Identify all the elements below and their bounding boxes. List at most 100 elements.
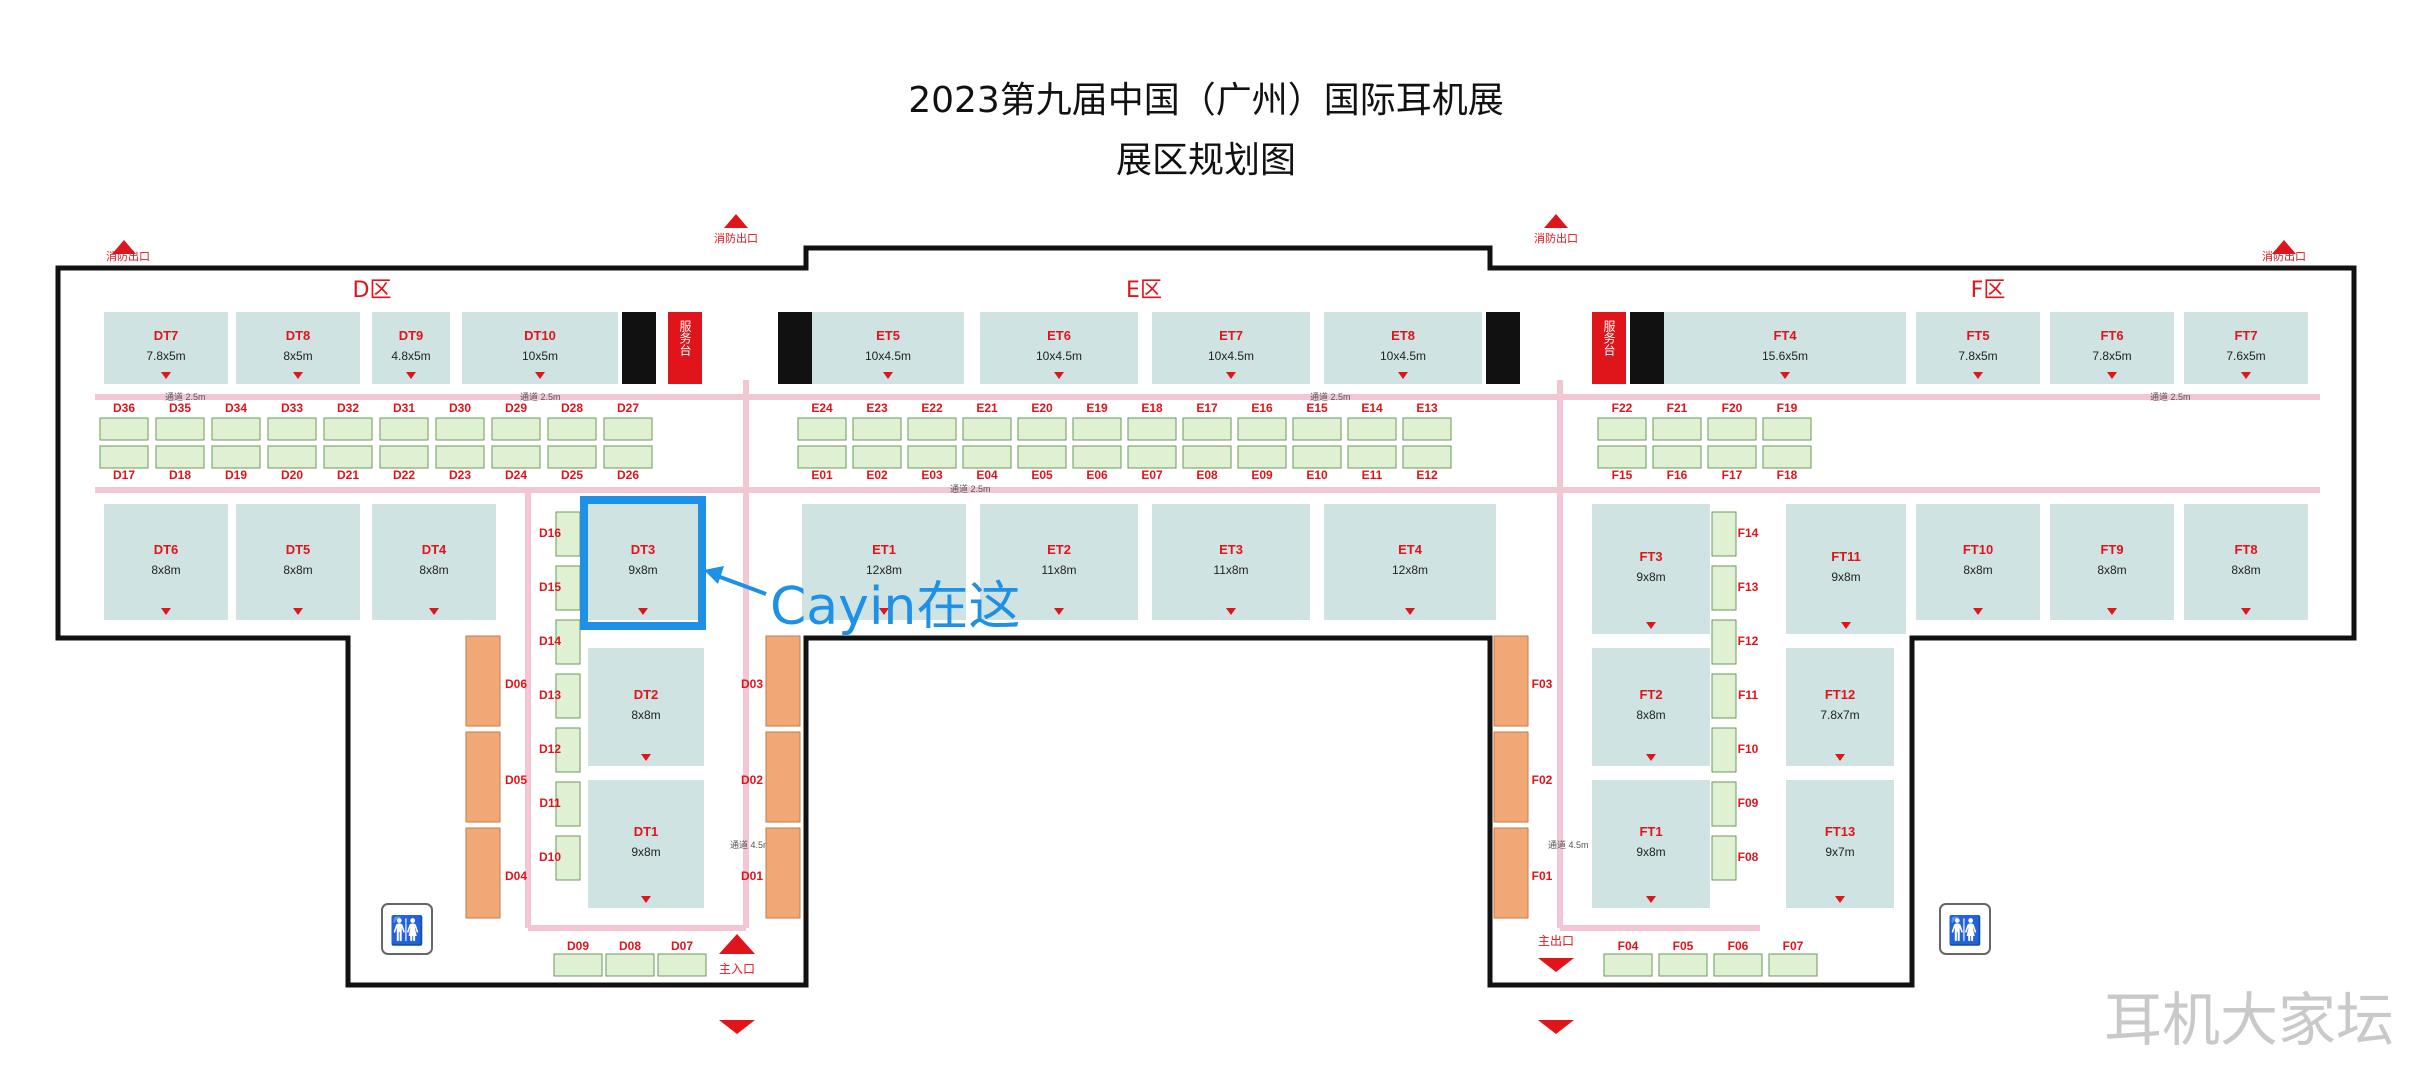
- table-booth: [1127, 445, 1177, 469]
- booth-size-label: 8x8m: [2097, 563, 2126, 577]
- table-booth: [797, 417, 847, 441]
- table-booth: [1711, 673, 1737, 719]
- orange-booth: [765, 635, 801, 727]
- booth-et2: [980, 504, 1138, 620]
- booth-size-label: 9x8m: [631, 845, 660, 859]
- booth-dt4: [372, 504, 496, 620]
- table-booth: [267, 417, 317, 441]
- orange-booth: [1493, 731, 1529, 823]
- entrance-arrow-icon: [641, 896, 651, 903]
- fire-exit-label: 消防出口: [106, 249, 150, 263]
- entrance-arrow-icon: [879, 608, 889, 615]
- booth-dt6: [104, 504, 228, 620]
- table-booth: [555, 565, 581, 611]
- table-booth-label: F17: [1722, 468, 1743, 482]
- booth-dt1: [588, 780, 704, 908]
- table-booth: [555, 835, 581, 881]
- fire-exit-label: 消防出口: [714, 231, 758, 245]
- booth-size-label: 10x4.5m: [1208, 349, 1254, 363]
- booth-size-label: 7.8x5m: [1958, 349, 1997, 363]
- orange-booth-label: D06: [505, 677, 527, 691]
- entrance-arrow-icon: [2241, 372, 2251, 379]
- service-desk-f: [1592, 312, 1626, 384]
- table-booth-label: D23: [449, 468, 471, 482]
- table-booth-label: F11: [1738, 688, 1758, 702]
- table-booth: [155, 417, 205, 441]
- table-booth-label: F10: [1738, 742, 1759, 756]
- table-booth-label: E22: [921, 401, 943, 415]
- table-booth: [1072, 445, 1122, 469]
- booth-size-label: 8x8m: [631, 708, 660, 722]
- entrance-arrow-icon: [1226, 608, 1236, 615]
- table-booth: [1402, 445, 1452, 469]
- table-booth-label: F18: [1777, 468, 1798, 482]
- table-booth: [491, 445, 541, 469]
- table-booth-label: D10: [539, 850, 561, 864]
- table-booth-label: E20: [1031, 401, 1053, 415]
- table-booth-label: E18: [1141, 401, 1163, 415]
- booth-size-label: 8x8m: [151, 563, 180, 577]
- booth-id-label: ET8: [1391, 328, 1415, 343]
- table-booth-label: E16: [1251, 401, 1273, 415]
- orange-booth-label: F02: [1532, 773, 1553, 787]
- table-booth: [323, 445, 373, 469]
- aisle-label: 通道 2.5m: [950, 483, 991, 494]
- booth-size-label: 9x7m: [1825, 845, 1854, 859]
- booth-id-label: FT4: [1773, 328, 1797, 343]
- table-booth-label: E19: [1086, 401, 1108, 415]
- table-booth: [553, 953, 603, 977]
- table-booth-label: E09: [1251, 468, 1273, 482]
- table-booth-label: E01: [811, 468, 833, 482]
- entrance-arrow-icon: [638, 608, 648, 615]
- booth-id-label: FT5: [1966, 328, 1989, 343]
- table-booth: [379, 417, 429, 441]
- booth-size-label: 7.8x5m: [2092, 349, 2131, 363]
- booth-size-label: 9x8m: [628, 563, 657, 577]
- booth-id-label: FT10: [1963, 542, 1993, 557]
- entrance-arrow-icon: [2107, 372, 2117, 379]
- booth-dt2: [588, 648, 704, 766]
- table-booth-label: F21: [1667, 401, 1688, 415]
- entrance-arrow-icon: [1054, 608, 1064, 615]
- table-booth-label: D32: [337, 401, 359, 415]
- table-booth: [555, 673, 581, 719]
- table-booth-label: E08: [1196, 468, 1218, 482]
- table-booth-label: D29: [505, 401, 527, 415]
- entrance-arrow-icon: [1841, 622, 1851, 629]
- orange-booth-label: F03: [1532, 677, 1553, 691]
- table-booth: [1292, 445, 1342, 469]
- entrance-arrow-icon: [161, 608, 171, 615]
- table-booth: [1347, 445, 1397, 469]
- service-desk-label: 服务台: [678, 320, 692, 356]
- table-booth-label: F09: [1738, 796, 1759, 810]
- service-desk-label: 服务台: [1602, 320, 1616, 356]
- table-booth: [155, 445, 205, 469]
- booth-id-label: FT3: [1639, 549, 1662, 564]
- entrance-arrow-icon: [406, 372, 416, 379]
- booth-id-label: ET3: [1219, 542, 1243, 557]
- table-booth-label: D16: [539, 526, 561, 540]
- booth-size-label: 9x8m: [1636, 570, 1665, 584]
- booth-size-label: 7.8x5m: [146, 349, 185, 363]
- fire-exit-label: 消防出口: [1534, 231, 1578, 245]
- booth-id-label: ET1: [872, 542, 896, 557]
- entrance-arrow-icon: [1646, 754, 1656, 761]
- table-booth-label: F16: [1667, 468, 1688, 482]
- orange-booth: [765, 827, 801, 919]
- booth-id-label: FT11: [1831, 549, 1861, 564]
- booth-size-label: 10x4.5m: [1380, 349, 1426, 363]
- table-booth: [491, 417, 541, 441]
- table-booth: [323, 417, 373, 441]
- table-booth-label: F06: [1728, 939, 1749, 953]
- booth-size-label: 9x8m: [1831, 570, 1860, 584]
- orange-booth: [765, 731, 801, 823]
- large-booths: DT77.8x5mDT88x5mDT94.8x5mDT1010x5mDT68x8…: [104, 312, 2308, 908]
- table-booth-label: F12: [1738, 634, 1759, 648]
- booth-size-label: 7.8x7m: [1820, 708, 1859, 722]
- booth-id-label: FT1: [1639, 824, 1662, 839]
- restroom-icon: [381, 903, 433, 955]
- main-exit-label: 主出口: [1538, 934, 1574, 948]
- table-booth: [605, 953, 655, 977]
- zone-label-e: E区: [1126, 278, 1162, 303]
- table-booth: [1711, 727, 1737, 773]
